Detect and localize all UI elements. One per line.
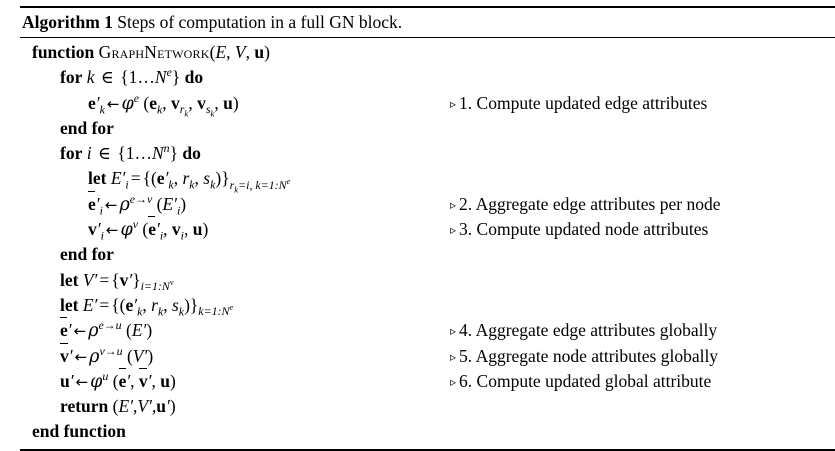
line-edge-update: e′k←φe (ek, vrk, vsk, u) ▹1. Compute upd… [20,90,835,119]
comment-2: ▹2. Aggregate edge attributes per node [450,192,720,218]
line-end-function: end function [20,419,835,444]
comment-4: ▹4. Aggregate edge attributes globally [450,318,717,344]
algorithm-bottom-rule [20,448,835,451]
line-for-k: for k ∈ {1…Ne} do [20,65,835,90]
expr-node-update: v′i←φv (e′i, vi, u) [88,216,209,243]
loop-var-k: k [86,67,95,88]
comment-triangle-icon: ▹ [450,197,457,212]
expr-node-aggregate-global: v′←ρv→u (V′) [60,342,153,367]
comment-3-text: 3. Compute updated node attributes [459,219,709,240]
procedure-args: (E, V, u) [209,42,270,62]
expr-global-update: u′←φu (e′, v′, u) [60,367,176,392]
keyword-let-V: let [60,269,79,290]
keyword-let-Ei: let [88,168,107,189]
set-membership-icon: ∈ [100,67,114,88]
line-end-for-i: end for [20,242,835,267]
algorithm-body: function GraphNetwork(E, V, u) for k ∈ {… [20,38,835,449]
keyword-do-i: do [182,143,201,164]
expr-edge-update: e′k←φe (ek, vrk, vsk, u) [88,90,239,119]
keyword-let-E: let [60,294,79,315]
algorithm-label: Algorithm 1 [22,12,113,32]
keyword-do: do [184,67,204,88]
keyword-for: for [60,67,83,88]
comment-5-text: 5. Aggregate node attributes globally [459,345,719,366]
range-i: {1…Nn} [117,141,179,164]
line-end-for-k: end for [20,116,835,141]
comment-triangle-icon: ▹ [450,374,457,389]
keyword-end-for-i: end for [60,244,114,265]
algorithm-caption-rule [20,37,835,38]
comment-4-text: 4. Aggregate edge attributes globally [459,320,718,341]
comment-3: ▹3. Compute updated node attributes [450,217,708,243]
expr-edge-aggregate-global: e′←ρe→u (E′) [60,317,152,341]
expr-let-E: E′={(e′k, rk, sk)}k=1:Ne [82,294,234,319]
line-for-i: for i ∈ {1…Nn} do [20,141,835,166]
procedure-name: GraphNetwork [98,42,210,62]
comment-triangle-icon: ▹ [450,223,457,238]
line-node-update: v′i←φv (e′i, vi, u) ▹3. Compute updated … [20,216,835,243]
keyword-for-i: for [60,143,83,164]
keyword-function: function [32,42,95,62]
algorithm-caption-text: Steps of computation in a full GN block. [117,12,403,32]
expr-return: (E′,V′,u′) [112,396,176,417]
range-k: {1…Ne} [120,65,181,88]
algorithm-top-rule [20,6,835,8]
comment-1-text: 1. Compute updated edge attributes [459,92,708,113]
line-node-aggregate-global: v′←ρv→u (V′) ▹5. Aggregate node attribut… [20,342,835,370]
comment-triangle-icon: ▹ [450,349,457,364]
loop-var-i: i [86,143,92,164]
expr-let-V: V′={v′}i=1:Nv [82,269,174,294]
comment-2-text: 2. Aggregate edge attributes per node [459,193,721,214]
expr-edge-aggregate-node: e′i←ρe→v (E′i) [88,190,187,218]
keyword-end-for: end for [60,117,114,138]
line-return: return (E′,V′,u′) [20,394,835,419]
comment-triangle-icon: ▹ [450,96,457,111]
line-function-header: function GraphNetwork(E, V, u) [20,40,835,65]
comment-5: ▹5. Aggregate node attributes globally [450,344,718,370]
algorithm-block: Algorithm 1 Steps of computation in a fu… [20,0,835,451]
keyword-return: return [60,396,109,417]
comment-6-text: 6. Compute updated global attribute [459,370,712,391]
expr-let-Ei: E′i={(e′k, rk, sk)}rk=i, k=1:Ne [110,168,291,195]
comment-1: ▹1. Compute updated edge attributes [450,91,707,117]
line-let-V: let V′={v′}i=1:Nv [20,268,835,293]
line-global-update: u′←φu (e′, v′, u) ▹6. Compute updated gl… [20,367,835,395]
keyword-end-function: end function [32,421,126,442]
line-edge-aggregate-global: e′←ρe→u (E′) ▹4. Aggregate edge attribut… [20,317,835,344]
comment-triangle-icon: ▹ [450,324,457,339]
set-membership-icon-i: ∈ [97,143,111,164]
comment-6: ▹6. Compute updated global attribute [450,369,711,395]
algorithm-caption: Algorithm 1 Steps of computation in a fu… [20,8,835,37]
line-let-E: let E′={(e′k, rk, sk)}k=1:Ne [20,293,835,318]
line-let-Ei: let E′i={(e′k, rk, sk)}rk=i, k=1:Ne [20,166,835,195]
line-edge-aggregate-node: e′i←ρe→v (E′i) ▹2. Aggregate edge attrib… [20,190,835,218]
